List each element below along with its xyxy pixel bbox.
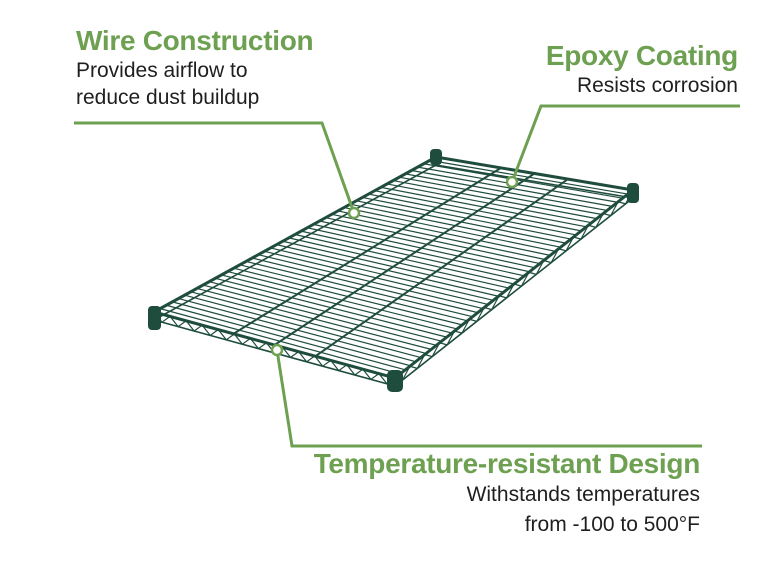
circle-marker-icon <box>505 175 519 189</box>
epoxy-coating-callout: Epoxy Coating Resists corrosion <box>546 40 738 99</box>
epoxy-callout-line <box>510 104 740 183</box>
temperature-design-desc-line-2: from -100 to 500°F <box>524 513 700 536</box>
wire-construction-desc-line-2: reduce dust buildup <box>76 86 260 109</box>
wire-construction-desc-line-1: Provides airflow to <box>76 59 248 82</box>
shelf-support-rod <box>314 178 569 358</box>
temperature-design-title: Temperature-resistant Design <box>313 448 701 479</box>
circle-marker-icon <box>270 343 284 357</box>
epoxy-coating-desc: Resists corrosion <box>576 74 738 97</box>
epoxy-coating-title: Epoxy Coating <box>545 40 738 71</box>
callout-lines <box>74 104 740 448</box>
temperature-design-callout: Temperature-resistant Design Withstands … <box>313 448 701 540</box>
wire-construction-title: Wire Construction <box>76 25 314 56</box>
shelf-support-rod <box>273 172 536 346</box>
shelf-truss <box>394 189 634 381</box>
shelf-support-rod <box>232 166 503 335</box>
wire-callout-line <box>74 121 356 214</box>
temp-callout-line <box>275 349 702 448</box>
wire-shelf-image <box>148 149 639 392</box>
shelf-frame-lower <box>153 164 634 387</box>
temperature-design-desc-line-1: Withstands temperatures <box>466 483 700 506</box>
circle-marker-icon <box>347 206 361 220</box>
wire-construction-callout: Wire Construction Provides airflow to re… <box>76 25 314 111</box>
